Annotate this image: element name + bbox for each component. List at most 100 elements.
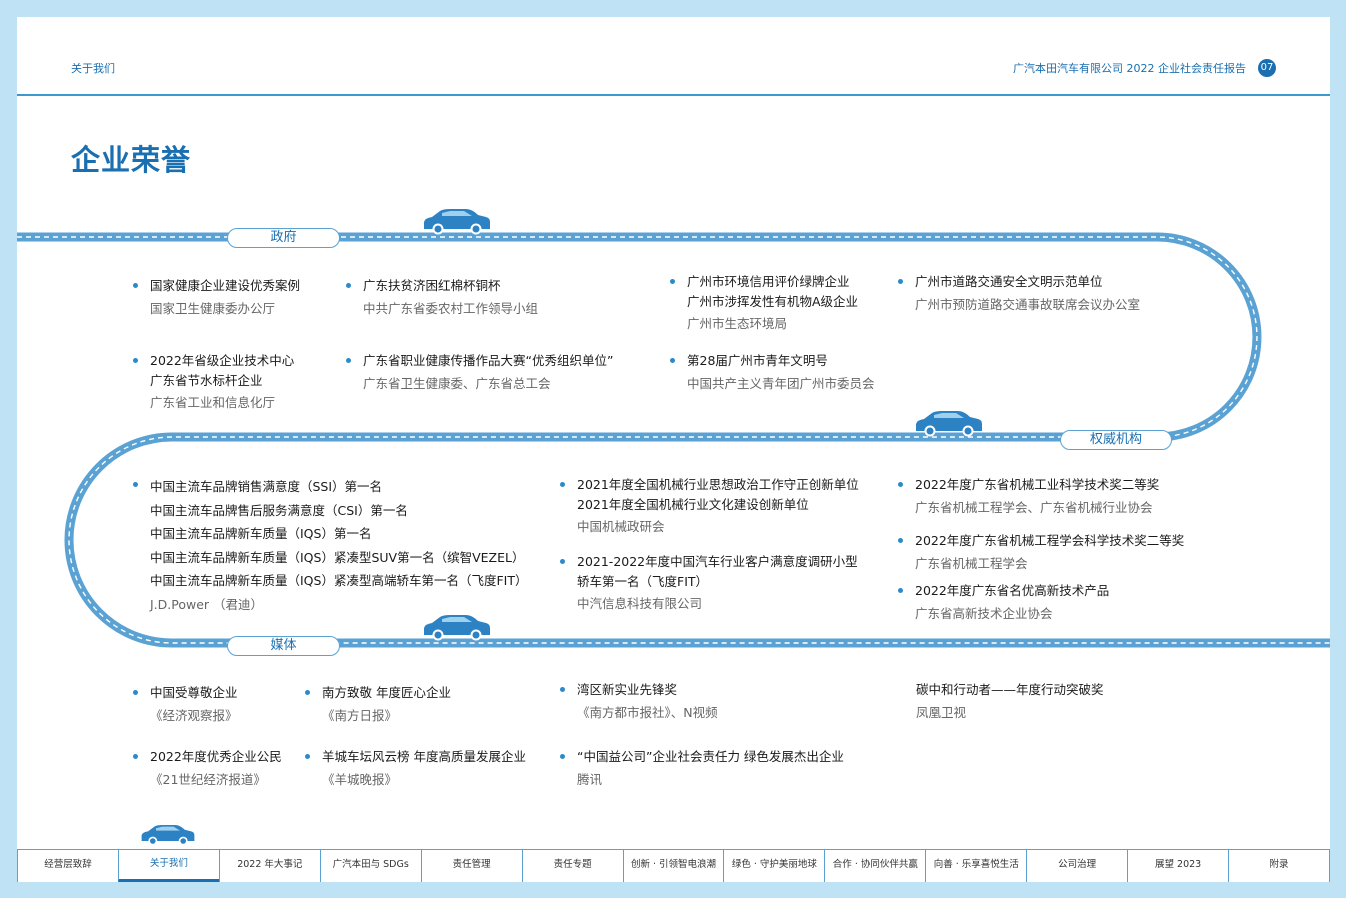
- honor-source: 中国共产主义青年团广州市委员会: [687, 376, 875, 391]
- nav-item-governance[interactable]: 公司治理: [1026, 850, 1127, 882]
- nav-item-outlook-2023[interactable]: 展望 2023: [1127, 850, 1228, 882]
- header-divider: [17, 94, 1330, 96]
- honor-item: 2021-2022年度中国汽车行业客户满意度调研小型 轿车第一名（飞度FIT） …: [560, 552, 858, 614]
- honor-source: 腾讯: [577, 772, 603, 787]
- honor-source: 广东省机械工程学会: [915, 556, 1028, 571]
- honor-title: 第28届广州市青年文明号: [687, 353, 828, 368]
- honor-source: 广东省卫生健康委、广东省总工会: [363, 376, 551, 391]
- honor-source: 中汽信息科技有限公司: [577, 596, 703, 611]
- honor-title: 广东扶贫济困红棉杯铜杯: [363, 278, 501, 293]
- car-icon: [141, 825, 195, 846]
- car-icon: [424, 615, 490, 641]
- honor-source: 广州市生态环境局: [687, 316, 788, 331]
- honor-item: 2022年度优秀企业公民 《21世纪经济报道》: [133, 747, 282, 790]
- honor-source: 凤凰卫视: [916, 705, 967, 720]
- honor-title: 2022年省级企业技术中心: [150, 353, 295, 368]
- honor-item: 第28届广州市青年文明号 中国共产主义青年团广州市委员会: [670, 351, 875, 394]
- bullet-dot: [560, 559, 565, 564]
- nav-item-innovation[interactable]: 创新 · 引领智电浪潮: [622, 850, 724, 882]
- honor-title: 2022年度优秀企业公民: [150, 749, 282, 764]
- honor-item: 2022年度广东省机械工业科学技术奖二等奖 广东省机械工程学会、广东省机械行业协…: [898, 475, 1159, 518]
- nav-item-sdgs[interactable]: 广汽本田与 SDGs: [319, 850, 421, 882]
- honor-item: 中国受尊敬企业 《经济观察报》: [133, 683, 238, 726]
- honor-source: 中共广东省委农村工作领导小组: [363, 301, 539, 316]
- nav-item-about-us[interactable]: 关于我们: [117, 850, 219, 882]
- honor-title: 中国主流车品牌销售满意度（SSI）第一名: [150, 479, 383, 494]
- honor-source: 《南方都市报社》、N视频: [577, 705, 718, 720]
- honor-item: 国家健康企业建设优秀案例 国家卫生健康委办公厅: [133, 276, 300, 319]
- honor-item: 南方致敬 年度匠心企业 《南方日报》: [305, 683, 451, 726]
- honor-title: 中国主流车品牌新车质量（IQS）第一名: [150, 526, 372, 541]
- section-label-government: 政府: [227, 228, 340, 248]
- bullet-dot: [133, 358, 138, 363]
- honor-source: 《经济观察报》: [150, 708, 238, 723]
- nav-item-milestones-2022[interactable]: 2022 年大事记: [218, 850, 320, 882]
- bullet-dot: [305, 754, 310, 759]
- bullet-dot: [898, 538, 903, 543]
- honor-title: “中国益公司”企业社会责任力 绿色发展杰出企业: [577, 749, 844, 764]
- honor-title: 碳中和行动者——年度行动突破奖: [916, 682, 1104, 697]
- honor-title: 中国主流车品牌售后服务满意度（CSI）第一名: [150, 502, 408, 518]
- bullet-dot: [133, 482, 138, 487]
- honor-source: 广东省工业和信息化厅: [150, 395, 276, 410]
- honor-title: 2022年度广东省机械工程学会科学技术奖二等奖: [915, 533, 1185, 548]
- bullet-dot: [898, 588, 903, 593]
- honor-item: 羊城车坛风云榜 年度高质量发展企业 《羊城晚报》: [305, 747, 526, 790]
- page-number-badge: 07: [1258, 59, 1276, 77]
- honor-item: 中国主流车品牌销售满意度（SSI）第一名 中国主流车品牌售后服务满意度（CSI）…: [133, 475, 527, 616]
- honor-title: 中国受尊敬企业: [150, 685, 238, 700]
- footer-nav: 经营层致辞 关于我们 2022 年大事记 广汽本田与 SDGs 责任管理 责任专…: [17, 849, 1330, 882]
- header-section-label[interactable]: 关于我们: [71, 62, 115, 75]
- section-label-authority: 权威机构: [1060, 430, 1172, 450]
- nav-item-green[interactable]: 绿色 · 守护美丽地球: [723, 850, 824, 882]
- honor-title: 广州市道路交通安全文明示范单位: [915, 274, 1103, 289]
- bullet-dot: [560, 687, 565, 692]
- nav-item-management-address[interactable]: 经营层致辞: [17, 850, 118, 882]
- header-report-title: 广汽本田汽车有限公司 2022 企业社会责任报告: [1013, 62, 1246, 75]
- honor-title: 广州市涉挥发性有机物A级企业: [687, 294, 859, 309]
- honor-item: 2022年省级企业技术中心 广东省节水标杆企业 广东省工业和信息化厅: [133, 351, 294, 413]
- nav-item-responsibility-topics[interactable]: 责任专题: [521, 850, 623, 882]
- bullet-dot: [346, 358, 351, 363]
- honor-item: 2022年度广东省机械工程学会科学技术奖二等奖 广东省机械工程学会: [898, 531, 1184, 574]
- honor-title: 广东省职业健康传播作品大赛“优秀组织单位”: [363, 353, 614, 368]
- nav-item-cooperation[interactable]: 合作 · 协同伙伴共赢: [824, 850, 925, 882]
- section-label-media: 媒体: [227, 636, 340, 656]
- page-title: 企业荣誉: [71, 143, 192, 177]
- honor-item: 广州市道路交通安全文明示范单位 广州市预防道路交通事故联席会议办公室: [898, 272, 1140, 315]
- honor-title: 中国主流车品牌新车质量（IQS）紧凑型SUV第一名（缤智VEZEL）: [150, 549, 525, 565]
- bullet-dot: [670, 358, 675, 363]
- honor-title: 2022年度广东省机械工业科学技术奖二等奖: [915, 477, 1160, 492]
- nav-item-responsibility-management[interactable]: 责任管理: [420, 850, 522, 882]
- nav-item-appendix[interactable]: 附录: [1228, 850, 1330, 882]
- honor-item: 广东扶贫济困红棉杯铜杯 中共广东省委农村工作领导小组: [346, 276, 538, 319]
- report-page: 关于我们 广汽本田汽车有限公司 2022 企业社会责任报告 07 企业荣誉 政府…: [17, 17, 1330, 882]
- honor-title: 2022年度广东省名优高新技术产品: [915, 583, 1110, 598]
- honor-source: 中国机械政研会: [577, 519, 665, 534]
- honor-title: 广东省节水标杆企业: [150, 373, 263, 388]
- honor-item: 碳中和行动者——年度行动突破奖 凤凰卫视: [899, 680, 1104, 723]
- bullet-dot: [560, 482, 565, 487]
- bullet-dot: [133, 283, 138, 288]
- honor-source: 国家卫生健康委办公厅: [150, 301, 276, 316]
- honor-source: 广东省机械工程学会、广东省机械行业协会: [915, 500, 1153, 515]
- honor-item: 湾区新实业先锋奖 《南方都市报社》、N视频: [560, 680, 718, 723]
- honor-title: 2021年度全国机械行业文化建设创新单位: [577, 497, 809, 512]
- nav-item-goodness[interactable]: 向善 · 乐享喜悦生活: [925, 850, 1026, 882]
- honor-item: 2021年度全国机械行业思想政治工作守正创新单位 2021年度全国机械行业文化建…: [560, 475, 859, 537]
- honor-title: 国家健康企业建设优秀案例: [150, 278, 301, 293]
- honor-title: 中国主流车品牌新车质量（IQS）紧凑型高端轿车第一名（飞度FIT）: [150, 573, 528, 588]
- honor-title: 轿车第一名（飞度FIT）: [577, 574, 709, 589]
- bullet-dot: [133, 690, 138, 695]
- bullet-dot: [560, 754, 565, 759]
- bullet-dot: [305, 690, 310, 695]
- honor-title: 广州市环境信用评价绿牌企业: [687, 274, 850, 289]
- bullet-dot: [898, 279, 903, 284]
- honor-item: 广州市环境信用评价绿牌企业 广州市涉挥发性有机物A级企业 广州市生态环境局: [670, 272, 858, 334]
- bullet-dot: [898, 482, 903, 487]
- honor-item: “中国益公司”企业社会责任力 绿色发展杰出企业 腾讯: [560, 747, 844, 790]
- honor-title: 2021-2022年度中国汽车行业客户满意度调研小型: [577, 554, 858, 569]
- honor-source: 广东省高新技术企业协会: [915, 606, 1053, 621]
- honor-title: 羊城车坛风云榜 年度高质量发展企业: [322, 749, 526, 764]
- honor-source: 广州市预防道路交通事故联席会议办公室: [915, 297, 1141, 312]
